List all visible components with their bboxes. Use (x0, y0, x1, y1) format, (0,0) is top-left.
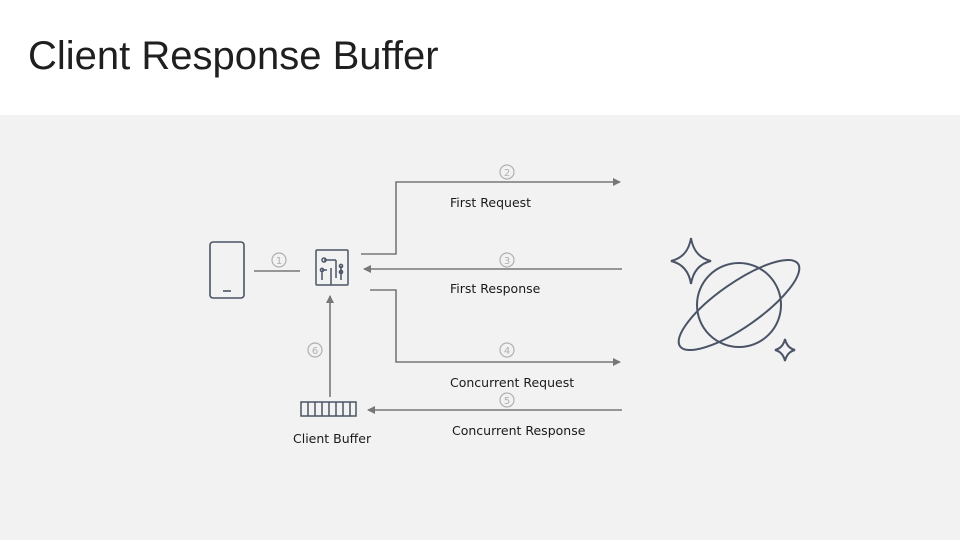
title-band: Client Response Buffer (0, 0, 960, 115)
client-buffer-label: Client Buffer (293, 431, 372, 446)
concurrent-response-label: Concurrent Response (452, 423, 586, 438)
four-point-star-icon (670, 237, 712, 285)
step-badge-3: 3 (499, 252, 515, 268)
step-badge-6: 6 (307, 342, 323, 358)
step-badge-1: 1 (271, 252, 287, 268)
small-four-point-star-icon (774, 338, 796, 362)
slide-title: Client Response Buffer (28, 34, 439, 78)
svg-text:3: 3 (504, 256, 510, 267)
concurrent-request-label: Concurrent Request (450, 375, 574, 390)
planet-icon (677, 258, 801, 352)
content-area (0, 115, 960, 540)
svg-text:4: 4 (504, 346, 510, 357)
buffer-queue-icon (300, 401, 357, 417)
first-request-label: First Request (450, 195, 531, 210)
concurrent-request-arrow (370, 289, 621, 366)
svg-text:6: 6 (312, 346, 318, 357)
step-badge-5: 5 (499, 392, 515, 408)
first-response-label: First Response (450, 281, 541, 296)
step-badge-4: 4 (499, 342, 515, 358)
mobile-device-icon (209, 241, 245, 299)
step-badge-2: 2 (499, 164, 515, 180)
svg-text:2: 2 (504, 168, 510, 179)
circuit-board-icon (315, 249, 349, 286)
svg-text:5: 5 (504, 396, 510, 407)
first-request-arrow (361, 178, 621, 255)
svg-text:1: 1 (276, 256, 282, 267)
